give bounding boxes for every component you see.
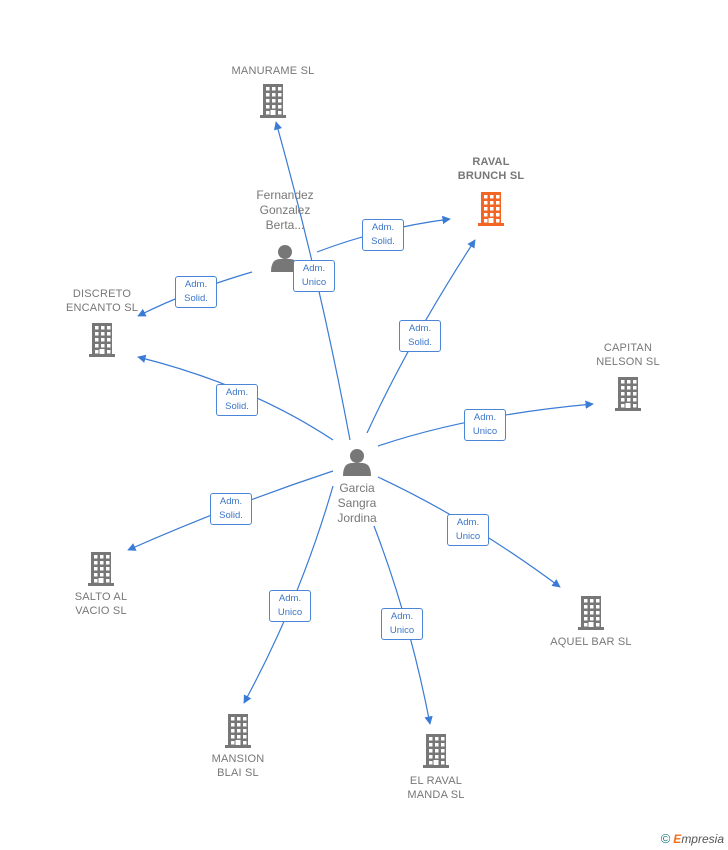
building-icon[interactable] bbox=[260, 84, 286, 118]
building-icon[interactable] bbox=[478, 192, 504, 226]
edge-label-center-to-manurame[interactable]: Adm. Unico bbox=[293, 260, 335, 292]
brand-logo-letter: E bbox=[673, 832, 682, 846]
brand-footer: ©Empresia bbox=[661, 831, 724, 846]
edge-label-center-to-raval_brunch[interactable]: Adm. Solid. bbox=[399, 320, 441, 352]
building-icon[interactable] bbox=[615, 377, 641, 411]
edge-label-fernandez-to-raval_brunch[interactable]: Adm. Solid. bbox=[362, 219, 404, 251]
company-label-salto[interactable]: SALTO AL VACIO SL bbox=[74, 591, 128, 617]
edge-label-center-to-capitan[interactable]: Adm. Unico bbox=[464, 409, 506, 441]
company-label-el_raval[interactable]: EL RAVAL MANDA SL bbox=[407, 775, 465, 801]
edge-label-fernandez-to-discreto[interactable]: Adm. Solid. bbox=[175, 276, 217, 308]
person-label-center[interactable]: Garcia Sangra Jordina bbox=[337, 481, 377, 525]
person-icon[interactable] bbox=[343, 449, 371, 476]
company-label-discreto[interactable]: DISCRETO ENCANTO SL bbox=[65, 288, 139, 314]
company-label-raval_brunch[interactable]: RAVAL BRUNCH SL bbox=[457, 156, 525, 182]
building-icon[interactable] bbox=[88, 552, 114, 586]
edge-label-center-to-discreto[interactable]: Adm. Solid. bbox=[216, 384, 258, 416]
edge-label-center-to-salto[interactable]: Adm. Solid. bbox=[210, 493, 252, 525]
building-icon[interactable] bbox=[423, 734, 449, 768]
building-icon[interactable] bbox=[225, 714, 251, 748]
company-label-mansion[interactable]: MANSION BLAI SL bbox=[211, 753, 265, 779]
edge-label-center-to-aquel[interactable]: Adm. Unico bbox=[447, 514, 489, 546]
company-label-aquel[interactable]: AQUEL BAR SL bbox=[550, 636, 632, 648]
person-label-fernandez[interactable]: Fernandez Gonzalez Berta... bbox=[256, 188, 314, 232]
building-icon[interactable] bbox=[89, 323, 115, 357]
copyright-icon: © bbox=[660, 831, 671, 846]
person-icon[interactable] bbox=[271, 245, 299, 272]
brand-logo-text: mpresia bbox=[681, 832, 724, 846]
building-icon[interactable] bbox=[578, 596, 604, 630]
company-label-capitan[interactable]: CAPITAN NELSON SL bbox=[596, 342, 660, 368]
edge-label-center-to-mansion[interactable]: Adm. Unico bbox=[269, 590, 311, 622]
company-label-manurame[interactable]: MANURAME SL bbox=[231, 65, 315, 77]
edge-label-center-to-el_raval[interactable]: Adm. Unico bbox=[381, 608, 423, 640]
